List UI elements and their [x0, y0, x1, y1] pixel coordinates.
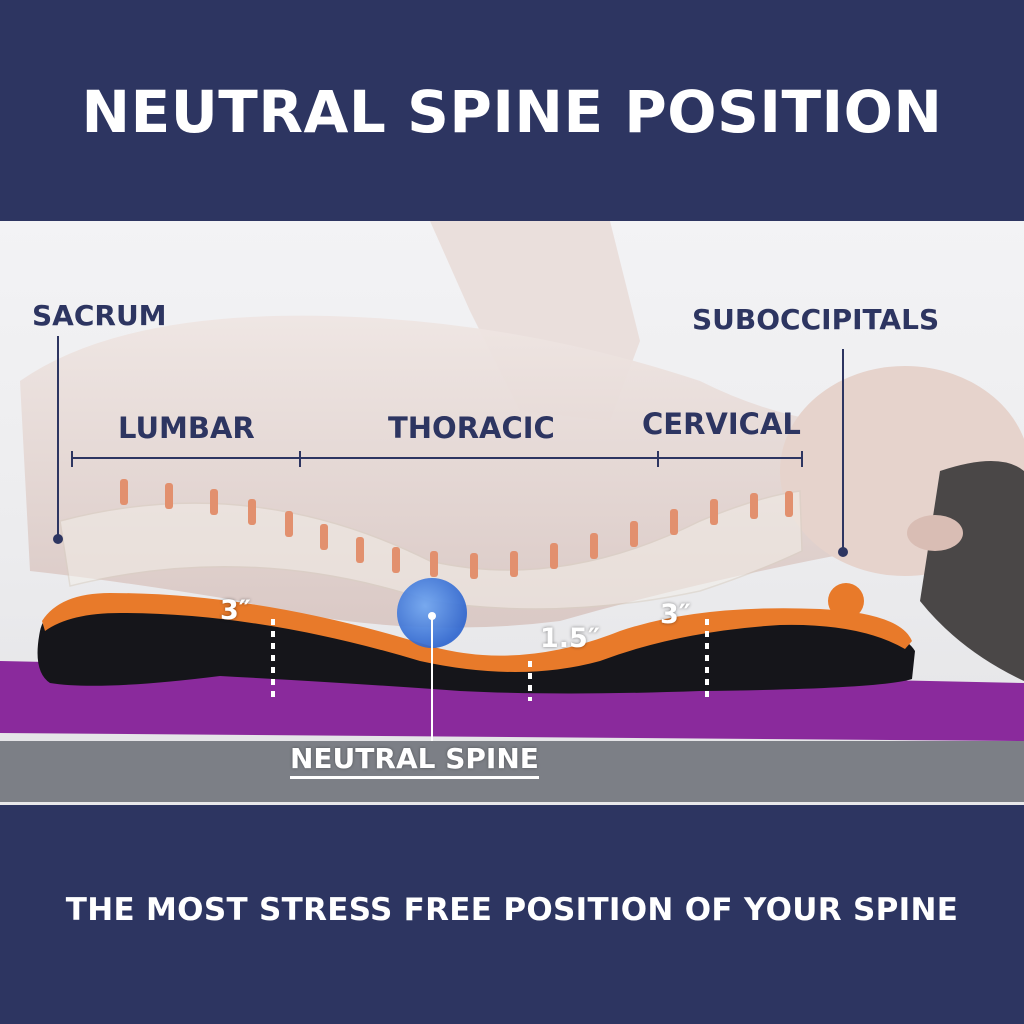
- measurement-mid: 1.5″: [540, 623, 600, 654]
- suboccipitals-dot: [838, 547, 848, 557]
- header-band: NEUTRAL SPINE POSITION: [0, 0, 1024, 221]
- ear: [907, 515, 963, 551]
- label-sacrum: SACRUM: [32, 299, 167, 332]
- stretcher-device-top: [42, 593, 912, 672]
- measure-dashes: [271, 619, 709, 701]
- page-subtitle: THE MOST STRESS FREE POSITION OF YOUR SP…: [65, 892, 959, 928]
- vertebrae-discs: [120, 479, 793, 579]
- region-bracket: [71, 451, 803, 467]
- divider: [0, 802, 1024, 805]
- spine-illustration: SACRUM SUBOCCIPITALS LUMBAR THORACIC CER…: [0, 221, 1024, 804]
- illustration-svg: [0, 221, 1024, 804]
- sacrum-dot: [53, 534, 63, 544]
- label-neutral-spine: NEUTRAL SPINE: [290, 742, 539, 779]
- measurement-cervical: 3″: [660, 599, 691, 630]
- device-knob: [828, 583, 864, 619]
- spine: [59, 490, 803, 610]
- label-thoracic: THORACIC: [388, 411, 555, 445]
- floor: [0, 741, 1024, 804]
- hair: [920, 461, 1024, 681]
- measurement-lumbar: 3″: [220, 595, 251, 626]
- label-lumbar: LUMBAR: [118, 411, 255, 445]
- footer-band: [0, 805, 1024, 1024]
- page-title: NEUTRAL SPINE POSITION: [81, 78, 943, 146]
- label-cervical: CERVICAL: [642, 407, 801, 441]
- label-suboccipitals: SUBOCCIPITALS: [692, 303, 940, 336]
